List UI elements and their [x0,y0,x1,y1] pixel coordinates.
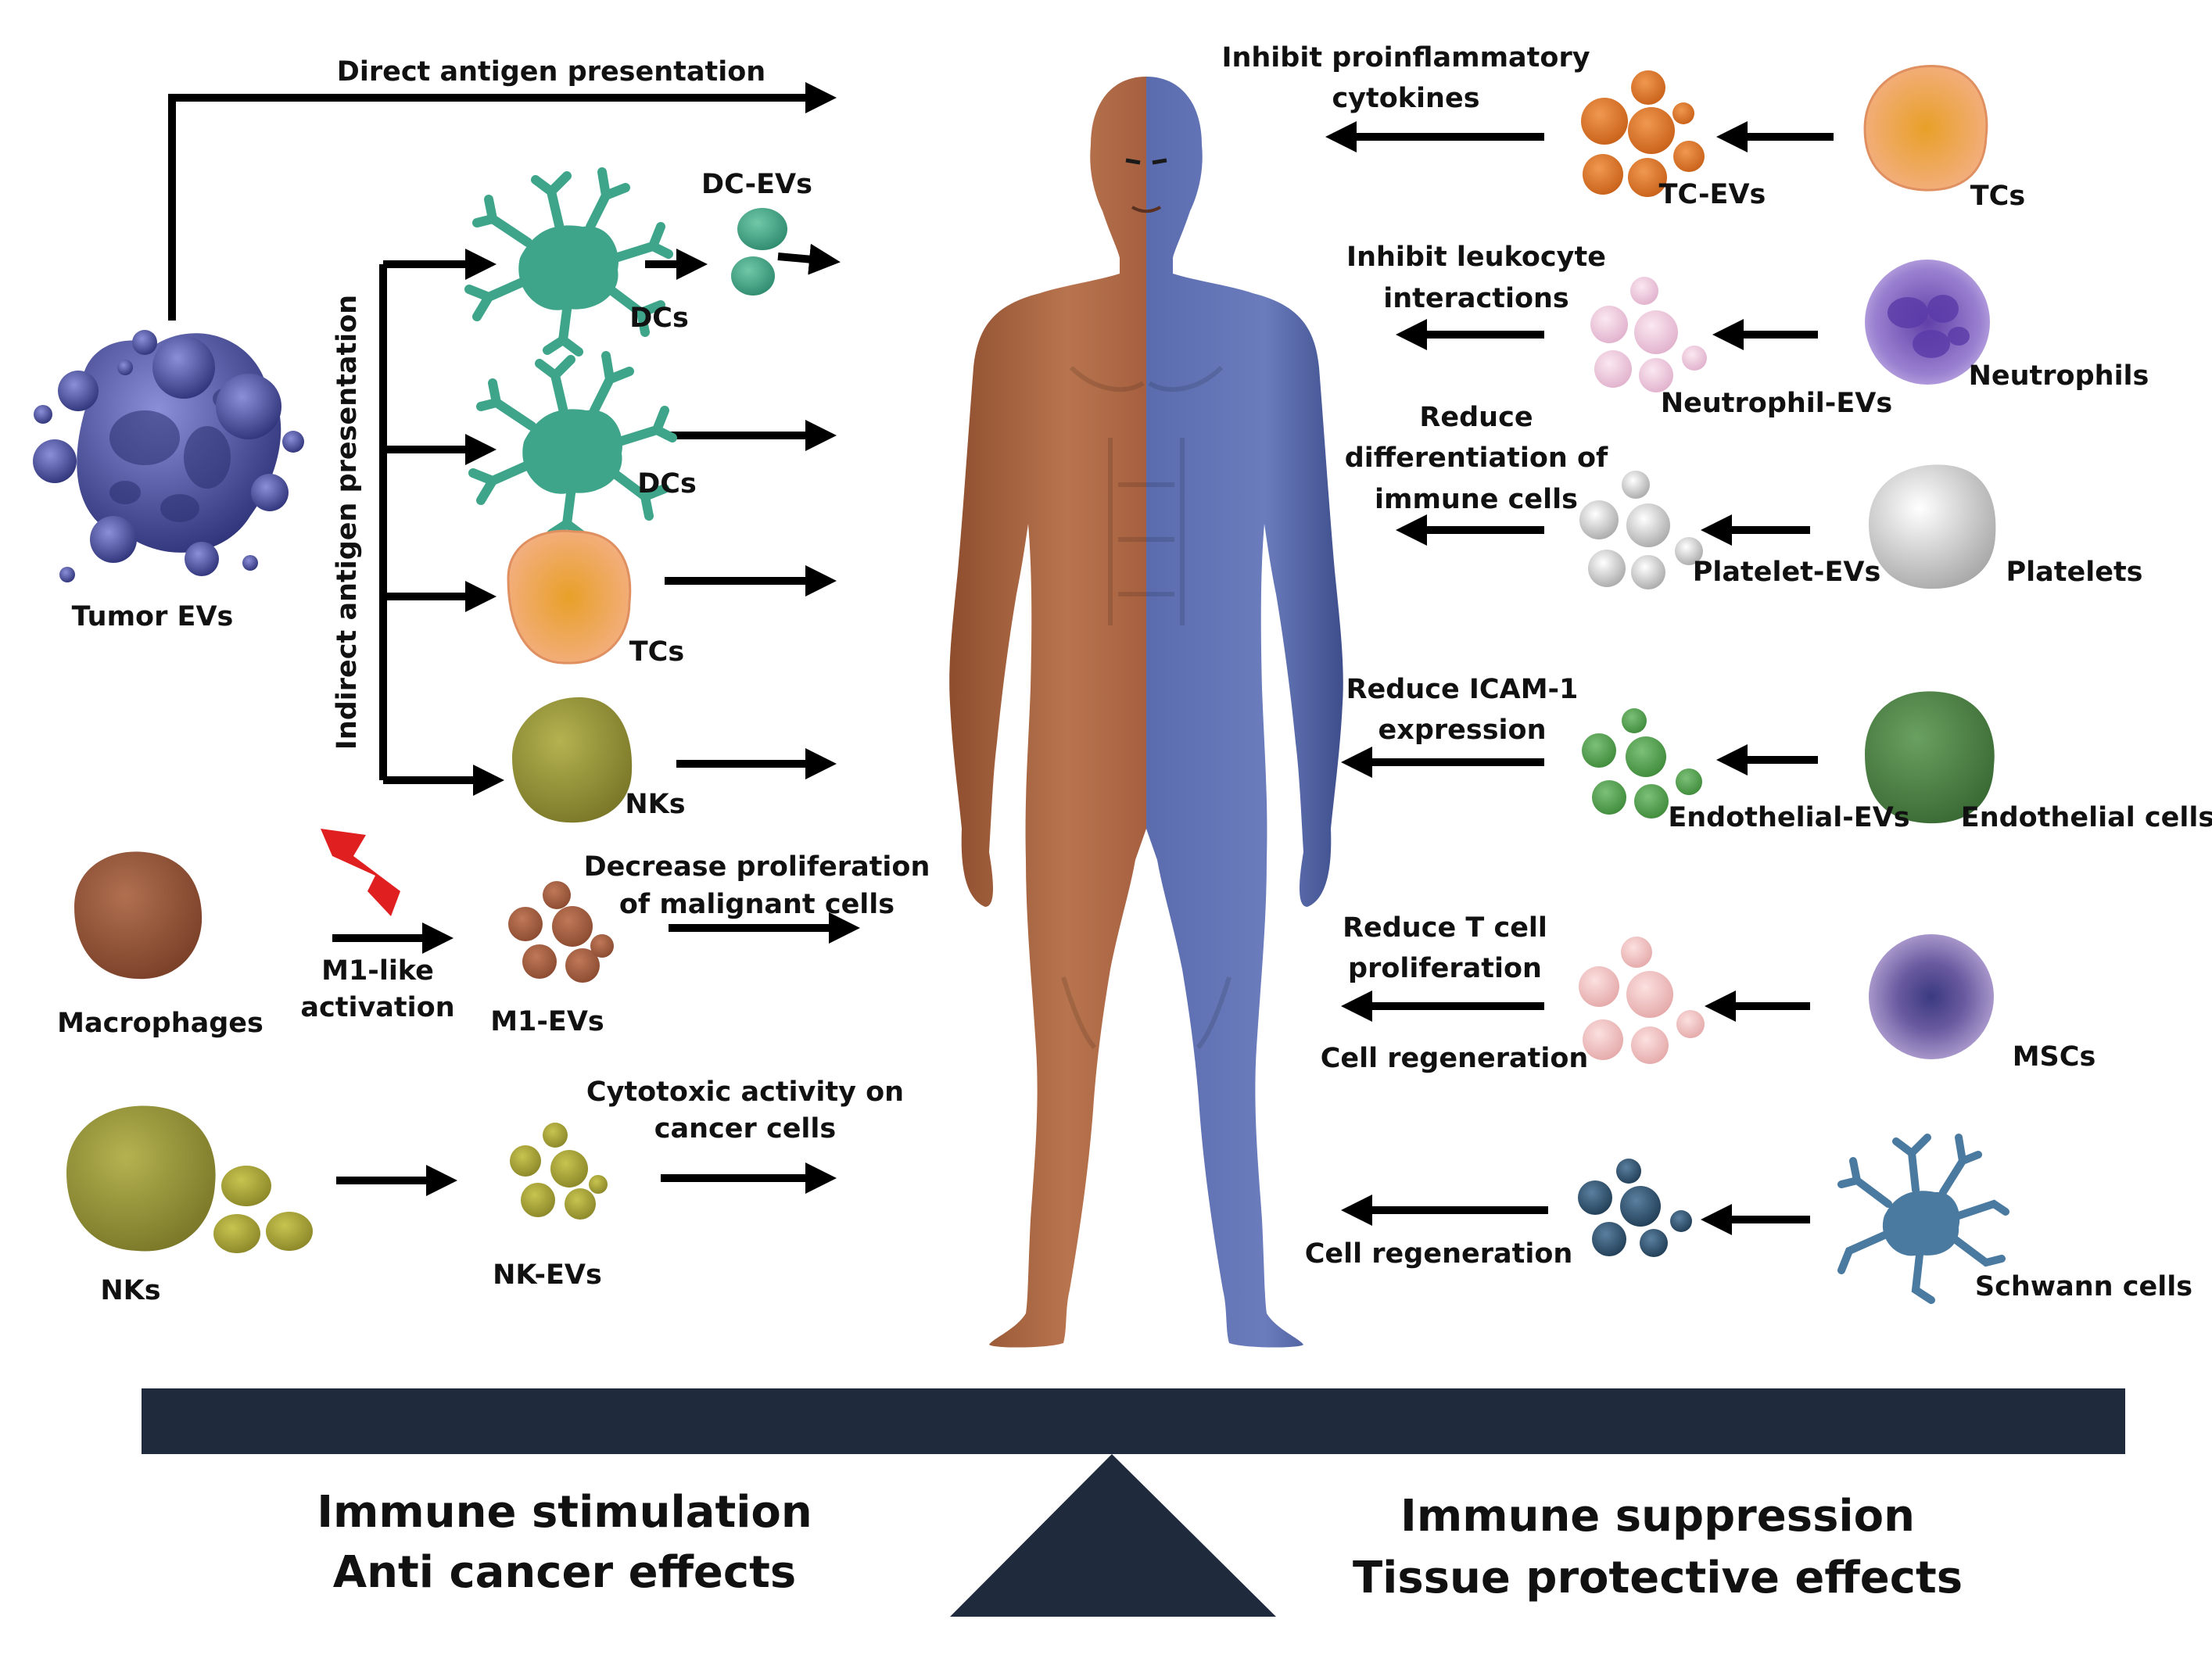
label-platelets: Platelets [2006,557,2142,588]
balance-fulcrum [950,1454,1276,1617]
label-neutrophil-evs: Neutrophil-EVs [1661,388,1892,419]
macrophage-cell [74,851,203,980]
platelet-cell [1869,464,1996,589]
msc-cell [1869,934,1994,1059]
label-cell-regen-1: Cell regeneration [1321,1043,1589,1074]
label-decrease-prolif-2: of malignant cells [619,889,894,920]
tumor-ev-cluster [33,330,304,582]
label-macrophages: Macrophages [57,1008,264,1039]
left-labels: Direct antigen presentation Indirect ant… [57,56,930,1306]
label-schwann: Schwann cells [1975,1271,2192,1302]
label-m1-evs: M1-EVs [490,1006,604,1037]
label-nks-2: NKs [100,1275,160,1306]
label-proinflam-1: Inhibit proinflammatory [1221,42,1590,73]
label-proinflam-2: cytokines [1332,83,1479,114]
label-neutrophils: Neutrophils [1969,360,2149,392]
label-nk-evs: NK-EVs [493,1259,602,1291]
tc-ev-cluster [1581,70,1705,197]
label-icam-1: Reduce ICAM-1 [1346,674,1579,705]
label-immune-suppression: Immune suppression [1400,1491,1915,1542]
label-tcell-2: proliferation [1348,953,1542,984]
arrow-dcevs-to-body [777,243,841,275]
label-mscs: MSCs [2013,1041,2096,1073]
label-dcs-1: DCs [629,303,689,334]
right-labels: Inhibit proinflammatory cytokines TC-EVs… [1221,42,2212,1302]
dc-ev-cluster [731,208,787,296]
label-reduce-diff-3: immune cells [1375,484,1578,515]
label-cytotoxic-2: cancer cells [654,1113,837,1145]
label-tissue-protective: Tissue protective effects [1353,1553,1963,1603]
nk-ev-cluster [510,1123,608,1220]
neutrophil-cell [1865,260,1990,385]
nk-cell-bottom [66,1105,216,1252]
tc-cell-left [507,529,632,665]
label-cell-regen-2: Cell regeneration [1305,1238,1573,1270]
label-m1-like: M1-like [321,955,434,987]
label-cytotoxic-1: Cytotoxic activity on [586,1076,904,1108]
schwann-ev-cluster [1578,1159,1692,1257]
nk-released-evs [213,1166,313,1253]
lightning-icon [321,829,400,916]
label-leuko-2: interactions [1383,283,1569,314]
label-tcell-1: Reduce T cell [1343,912,1547,944]
arrow-direct-antigen [168,82,837,321]
dendritic-cell-1 [464,167,673,356]
label-tcs-right: TCs [1970,181,2025,212]
nk-cell-left [512,697,633,823]
neutrophil-ev-cluster [1590,277,1707,392]
bottom-labels: Immune stimulation Anti cancer effects I… [317,1487,1963,1603]
msc-ev-cluster [1579,937,1705,1064]
endothelial-cell [1865,691,1995,824]
label-icam-2: expression [1378,715,1547,746]
label-tcs-left: TCs [629,636,684,668]
label-tumor-evs: Tumor EVs [72,601,234,632]
body-right-half [1146,77,1343,1348]
label-nks-1: NKs [625,789,685,820]
label-platelet-evs: Platelet-EVs [1693,557,1881,588]
endothelial-ev-cluster [1582,708,1702,819]
m1-ev-cluster [508,881,614,983]
body-left-half [949,77,1146,1348]
label-endothelial-cells: Endothelial cells [1961,802,2212,833]
label-reduce-diff-1: Reduce [1419,402,1533,433]
label-indirect-antigen: Indirect antigen presentation [332,295,363,750]
balance-scale [142,1388,2125,1617]
label-leuko-1: Inhibit leukocyte [1346,242,1606,273]
label-direct-antigen: Direct antigen presentation [337,56,765,88]
label-dc-evs: DC-EVs [701,169,812,200]
balance-beam [142,1388,2125,1454]
label-immune-stimulation: Immune stimulation [317,1487,812,1538]
platelet-ev-cluster [1579,471,1703,589]
label-tc-evs: TC-EVs [1659,179,1766,210]
face-features [1125,158,1167,213]
human-body-figure [949,77,1343,1348]
tc-cell-right [1863,64,1988,192]
body-shading [1061,365,1231,1050]
arrows [168,82,1834,1235]
label-endothelial-evs: Endothelial-EVs [1668,802,1909,833]
label-dcs-2: DCs [637,468,697,500]
schwann-cell [1837,1134,2009,1304]
label-decrease-prolif-1: Decrease proliferation [584,851,930,883]
label-anti-cancer: Anti cancer effects [333,1547,796,1598]
dendritic-cell-2 [468,351,677,540]
label-reduce-diff-2: differentiation of [1345,442,1608,474]
label-activation: activation [300,992,454,1023]
